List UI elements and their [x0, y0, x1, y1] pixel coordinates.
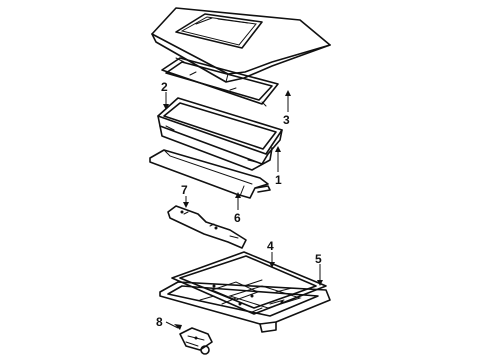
sunroof-glass — [159, 125, 273, 171]
callout-6: 6 — [234, 211, 241, 225]
sunroof-motor — [179, 327, 213, 355]
sunshade-panel — [149, 149, 271, 199]
callout-3: 3 — [283, 113, 290, 127]
callout-2: 2 — [161, 80, 168, 94]
callout-7: 7 — [181, 183, 188, 197]
leader-lines — [163, 90, 323, 330]
glass-panel-frame — [157, 97, 283, 165]
front-guide-rail — [167, 205, 247, 249]
weatherstrip-frame — [161, 57, 279, 107]
callout-4: 4 — [267, 239, 274, 253]
roof-panel — [151, 7, 331, 83]
sunroof-housing — [159, 251, 331, 333]
callout-1: 1 — [275, 173, 282, 187]
callout-5: 5 — [315, 252, 322, 266]
callout-8: 8 — [156, 315, 163, 329]
